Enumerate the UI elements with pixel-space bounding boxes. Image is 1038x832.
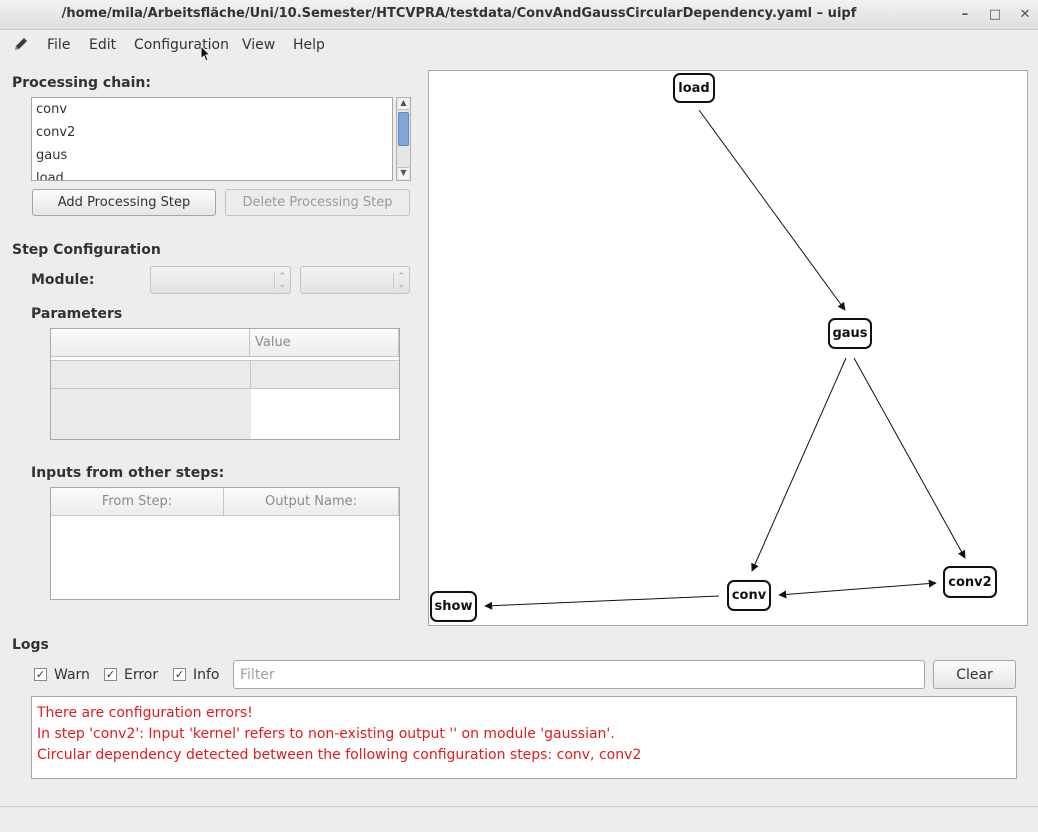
menu-configuration[interactable]: Configuration xyxy=(134,37,229,53)
scroll-down-icon[interactable]: ▼ xyxy=(398,167,409,179)
edge-conv-conv2 xyxy=(778,579,937,599)
check-icon: ✓ xyxy=(105,668,116,681)
log-message: Circular dependency detected between the… xyxy=(37,747,642,763)
processing-chain-label: Processing chain: xyxy=(12,75,151,91)
column-header[interactable]: Value xyxy=(250,329,399,357)
edge-load-gaus xyxy=(698,109,846,311)
processing-chain-scrollbar[interactable]: ▲ ▼ xyxy=(396,97,411,181)
edge-gaus-conv2 xyxy=(853,357,966,559)
info-label: Info xyxy=(193,667,220,683)
info-checkbox[interactable]: ✓ xyxy=(173,668,186,681)
module-label: Module: xyxy=(31,272,95,288)
graph-node-conv2[interactable]: conv2 xyxy=(943,566,997,598)
column-header[interactable]: Output Name: xyxy=(224,488,399,516)
module-select[interactable]: ⌃⌄ xyxy=(150,266,291,294)
pencil-icon xyxy=(12,35,30,57)
column-divider xyxy=(250,361,251,389)
check-icon: ✓ xyxy=(35,668,46,681)
parameters-label: Parameters xyxy=(31,306,123,322)
parameters-table[interactable]: Value xyxy=(50,328,400,440)
add-processing-step-button[interactable]: Add Processing Step xyxy=(32,189,216,216)
logs-label: Logs xyxy=(12,637,49,653)
warn-label: Warn xyxy=(54,667,90,683)
close-button[interactable]: ✕ xyxy=(1019,6,1031,22)
menu-view[interactable]: View xyxy=(242,37,276,53)
graph-node-show[interactable]: show xyxy=(430,591,477,622)
log-filter-input[interactable] xyxy=(233,660,925,689)
delete-processing-step-button[interactable]: Delete Processing Step xyxy=(225,189,410,216)
inputs-table[interactable]: From Step: Output Name: xyxy=(50,487,400,600)
log-message: In step 'conv2': Input 'kernel' refers t… xyxy=(37,726,615,742)
module-secondary-select[interactable]: ⌃⌄ xyxy=(300,266,410,294)
table-row[interactable] xyxy=(51,360,399,389)
status-bar xyxy=(0,806,1038,832)
column-header[interactable]: From Step: xyxy=(51,488,224,516)
menu-edit[interactable]: Edit xyxy=(89,37,117,53)
inputs-label: Inputs from other steps: xyxy=(31,465,225,481)
list-item[interactable]: gaus xyxy=(36,148,68,163)
maximize-button[interactable]: □ xyxy=(988,6,1002,22)
title-bar: /home/mila/Arbeitsfläche/Uni/10.Semester… xyxy=(0,0,1038,30)
graph-node-gaus[interactable]: gaus xyxy=(828,318,872,349)
graph-node-load[interactable]: load xyxy=(673,73,715,103)
edge-gaus-conv xyxy=(751,357,847,572)
table-row-header-area xyxy=(51,389,251,439)
chevron-updown-icon: ⌃⌄ xyxy=(274,273,286,290)
error-checkbox[interactable]: ✓ xyxy=(104,668,117,681)
column-header[interactable] xyxy=(51,329,250,357)
error-label: Error xyxy=(124,667,159,683)
mouse-cursor-icon xyxy=(200,44,212,67)
minimize-button[interactable]: – xyxy=(961,6,969,22)
menu-help[interactable]: Help xyxy=(293,37,325,53)
scroll-up-icon[interactable]: ▲ xyxy=(398,98,409,110)
list-item[interactable]: load xyxy=(36,171,64,181)
scroll-thumb[interactable] xyxy=(398,112,409,146)
log-output[interactable]: There are configuration errors! In step … xyxy=(31,696,1017,779)
warn-checkbox[interactable]: ✓ xyxy=(34,668,47,681)
window-title: /home/mila/Arbeitsfläche/Uni/10.Semester… xyxy=(61,6,857,21)
processing-chain-list[interactable]: conv conv2 gaus load xyxy=(31,97,393,181)
edge-conv-show xyxy=(484,595,720,610)
list-item[interactable]: conv xyxy=(36,102,68,117)
clear-logs-button[interactable]: Clear xyxy=(933,660,1016,689)
graph-edges xyxy=(484,109,966,610)
graph-node-conv[interactable]: conv xyxy=(727,580,771,611)
chevron-updown-icon: ⌃⌄ xyxy=(393,273,405,290)
step-configuration-label: Step Configuration xyxy=(12,242,161,258)
list-item[interactable]: conv2 xyxy=(36,125,76,140)
dependency-graph[interactable]: load gaus conv conv2 show xyxy=(428,70,1028,626)
menu-file[interactable]: File xyxy=(47,37,71,53)
log-message: There are configuration errors! xyxy=(37,705,253,721)
menu-bar: File Edit Configuration View Help xyxy=(0,31,1038,62)
check-icon: ✓ xyxy=(174,668,185,681)
